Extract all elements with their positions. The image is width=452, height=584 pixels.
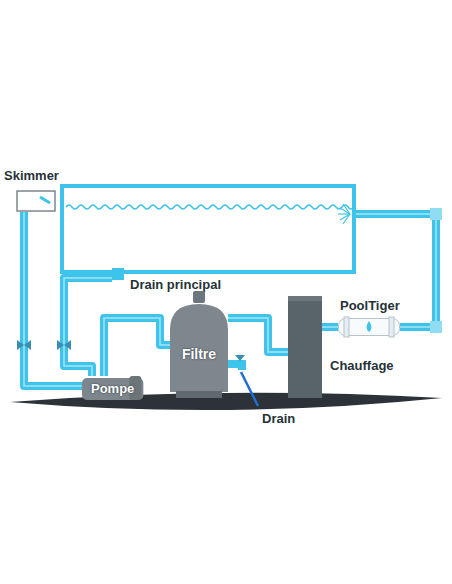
skimmer-box: Skimmer (16, 190, 56, 212)
inlet-spray (338, 204, 350, 224)
water-surface (66, 205, 354, 209)
pipe-body (322, 323, 338, 331)
pipe-body (104, 318, 170, 376)
ground (10, 393, 442, 410)
node-label: Filtre (182, 347, 216, 362)
main-drain: Drain principal (112, 268, 124, 280)
node-label: Chauffage (330, 358, 394, 373)
pipe (322, 327, 338, 328)
pooltiger-device-shape (338, 318, 400, 336)
pipe-highlight (24, 212, 82, 386)
node-label: Skimmer (4, 168, 59, 183)
main-drain-shape (112, 268, 124, 280)
pipe-body (228, 318, 288, 352)
pipe-body (24, 212, 82, 386)
pump: Pompe (82, 376, 143, 400)
pipe-highlight (104, 318, 170, 376)
pipe (24, 212, 82, 386)
skimmer-box-shape (16, 190, 56, 212)
node-label: Drain principal (130, 277, 221, 292)
node-label: Pompe (91, 381, 134, 396)
pooltiger-device: PoolTiger (338, 318, 400, 336)
pipe (228, 318, 288, 352)
pipe-elbows (430, 208, 442, 333)
pipe-highlight (228, 318, 288, 352)
pipe (104, 318, 170, 376)
heater-unit: Chauffage (288, 296, 322, 398)
drain-pipe (228, 364, 258, 406)
pipe-highlight (322, 326, 338, 328)
pool (62, 186, 354, 272)
node-label: PoolTiger (340, 298, 400, 313)
drain-label: Drain (262, 411, 295, 426)
filter-tank: Filtre (170, 300, 228, 398)
heater-unit-shape (288, 296, 322, 398)
